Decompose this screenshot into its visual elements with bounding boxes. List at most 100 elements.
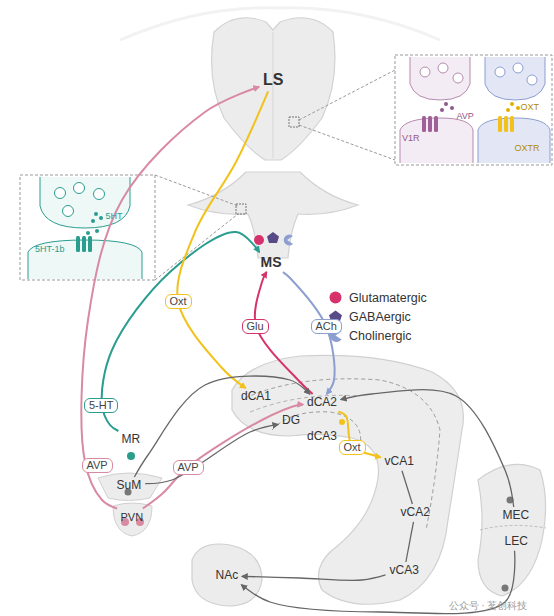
region-name: PVN [121,511,144,524]
region-label: vCA1 [382,454,417,470]
transmitter-tag: AVP [173,460,204,475]
vasopressin-molecules [440,102,454,112]
region-label: SuM [114,478,145,494]
vesicle [63,206,74,217]
oxytocin-receptor [498,116,514,132]
paraventricular-shape [113,503,152,536]
projection-arrow [81,87,259,509]
medial-septum-shape [188,172,358,258]
legend-entry: GABAergic [328,307,427,326]
vesicle [55,188,66,199]
receptor-label: V1R [402,134,420,144]
projection-arrow [338,412,380,457]
vasopressin-receptor [422,116,438,132]
inset-marker [236,204,246,214]
supramammillary-shape [98,473,162,501]
synapse-inset [395,55,552,165]
region-name: LEC [505,535,528,549]
legend-swatch [328,290,343,305]
region-name: MS [261,254,282,270]
region-label: LS [260,70,286,90]
transmitter-tag: Oxt [339,440,366,455]
region-label: dCA2 [304,395,340,411]
transmitter-tag: Oxt [165,294,192,309]
legend-swatch-shape [330,292,342,304]
entorhinal-cortex-shape [478,464,546,596]
projection-arrow [134,376,309,477]
legend-text: Cholinergic [349,329,412,343]
region-label: LEC [502,534,531,550]
legend: GlutamatergicGABAergicCholinergic [328,288,427,345]
vesicle [495,67,505,77]
hippocampus-layer-line [245,379,440,530]
region-label: dCA1 [238,389,274,405]
neurotransmitter-label: 5HT [106,212,123,222]
region-label: dCA3 [304,429,340,445]
legend-entry: Glutamatergic [328,288,427,307]
transmitter-tag: AVP [82,458,113,473]
projection-arrow [145,424,278,483]
legend-text: GABAergic [349,310,411,324]
inset-marker [289,117,299,127]
receptor-label: 5HT-1b [35,245,65,255]
region-name: dCA1 [241,390,271,404]
vesicle [420,67,430,77]
inset-leader [155,175,238,206]
septum-midline [273,32,274,158]
projection-arrow [143,405,303,509]
region-name: dCA2 [307,396,337,410]
projection-arrow [102,232,260,431]
region-name: LS [263,71,283,89]
inset-leader [299,70,395,120]
serotonin-molecules [86,212,103,235]
gabaergic-neuron [267,232,279,243]
projection-arrow [341,390,514,507]
region-name: vCA1 [385,455,414,469]
presynaptic-terminal [485,57,545,100]
presynaptic-terminal [410,57,470,100]
vesicle [94,189,105,200]
vesicle [438,63,448,73]
region-name: MEC [503,509,530,523]
neurotransmitter-label: AVP [457,112,474,122]
entorhinal-cell [502,585,509,592]
transmitter-tag: ACh [311,319,342,334]
raphe-cell [127,452,135,460]
legend-entry: Cholinergic [328,326,427,345]
region-label: vCA3 [387,563,422,579]
region-name: vCA3 [390,564,419,578]
region-label: NAc [213,568,242,584]
lateral-septum-shape [212,18,335,160]
vesicle [453,73,463,83]
synapse-inset [20,175,155,280]
region-name: vCA2 [401,506,430,520]
region-label: PVN [118,510,147,525]
vesicle [527,75,537,85]
cholinergic-neuron [284,235,293,246]
region-label: DG [279,413,303,429]
inset-leader [155,214,238,280]
serotonin-receptor [76,236,92,252]
region-name: DG [282,414,300,428]
nucleus-accumbens-shape [192,544,262,606]
entorhinal-cell [507,497,514,504]
transmitter-tag: 5-HT [84,398,118,413]
receptor-label: OXTR [515,144,540,154]
region-name: dCA3 [307,430,337,444]
watermark: 公众号 · 茗创科技 [449,600,528,611]
region-label: MS [258,253,285,271]
legend-text: Glutamatergic [349,291,427,305]
region-label: MEC [500,508,533,524]
inset-leader [299,125,395,160]
region-label: vCA2 [398,505,433,521]
transmitter-tag: Glu [242,319,269,334]
vesicle [74,183,85,194]
hippocampal-cell [339,419,345,425]
region-label: MR [119,432,144,448]
projection-arrow [402,471,412,504]
oxytocin-molecules [506,102,520,112]
projection-arrow [242,575,385,580]
